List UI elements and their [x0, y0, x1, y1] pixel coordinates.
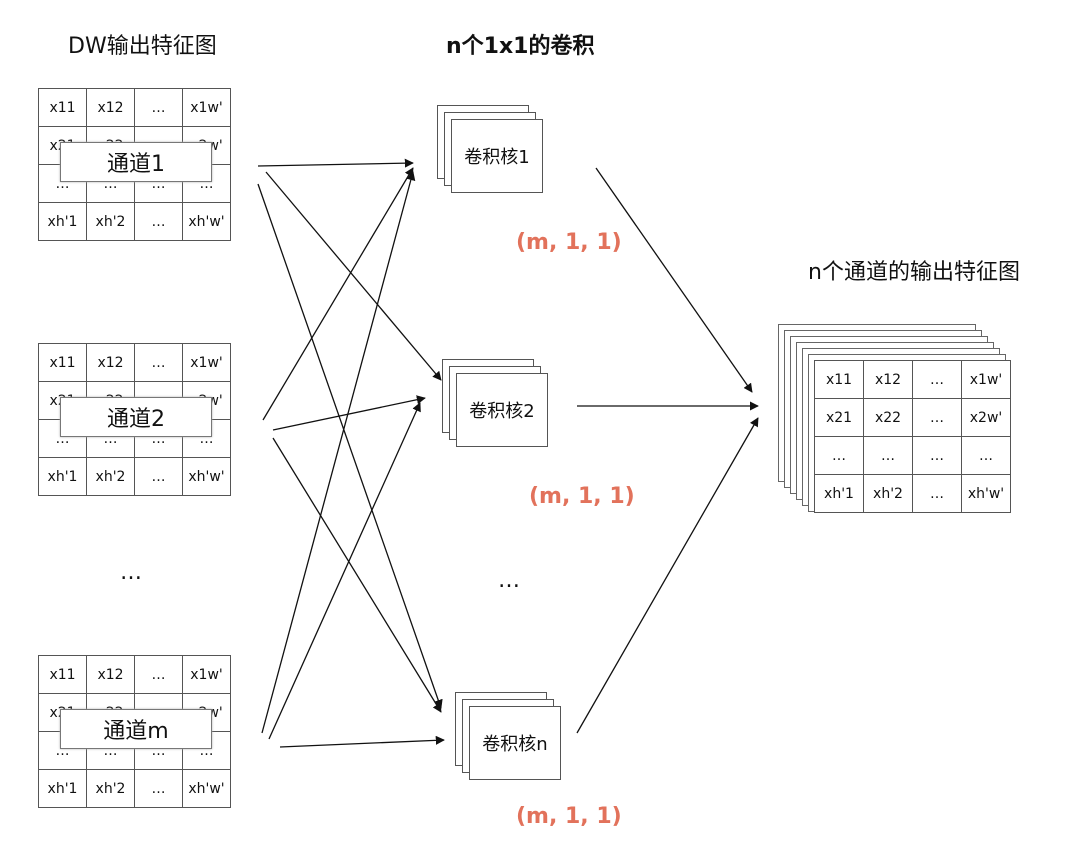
right-title: n个通道的输出特征图 — [808, 260, 1020, 285]
channel-label: 通道2 — [60, 397, 212, 437]
arrow-chm-k1 — [261, 171, 416, 734]
arrow-k1-out — [595, 167, 753, 393]
left-title: DW输出特征图 — [68, 34, 217, 59]
arrow-kn-out — [576, 417, 759, 734]
channel-ellipsis: … — [120, 560, 144, 585]
kernel-1: 卷积核1 — [437, 105, 557, 205]
arrow-chm-kn — [279, 735, 445, 748]
kernel-n: 卷积核n — [455, 692, 575, 792]
arrow-ch2-k1 — [262, 167, 414, 421]
arrow-ch1-k2 — [265, 171, 442, 381]
arrow-ch1-k1 — [257, 158, 414, 168]
kernel-ellipsis: … — [498, 568, 522, 593]
kernel-shape-2: (m, 1, 1) — [529, 484, 635, 509]
arrow-chm-k2 — [268, 402, 421, 740]
arrow-ch2-kn — [272, 437, 442, 713]
kernel-label: 卷积核n — [469, 706, 561, 780]
arrow-ch1-kn — [257, 183, 443, 709]
arrow-ch2-k2 — [272, 395, 426, 431]
kernel-shape-1: (m, 1, 1) — [516, 230, 622, 255]
kernel-2: 卷积核2 — [442, 359, 562, 459]
kernel-label: 卷积核2 — [456, 373, 548, 447]
kernel-shape-n: (m, 1, 1) — [516, 804, 622, 829]
middle-title: n个1x1的卷积 — [446, 34, 595, 59]
channel-label: 通道m — [60, 709, 212, 749]
kernel-label: 卷积核1 — [451, 119, 543, 193]
channel-label: 通道1 — [60, 142, 212, 182]
